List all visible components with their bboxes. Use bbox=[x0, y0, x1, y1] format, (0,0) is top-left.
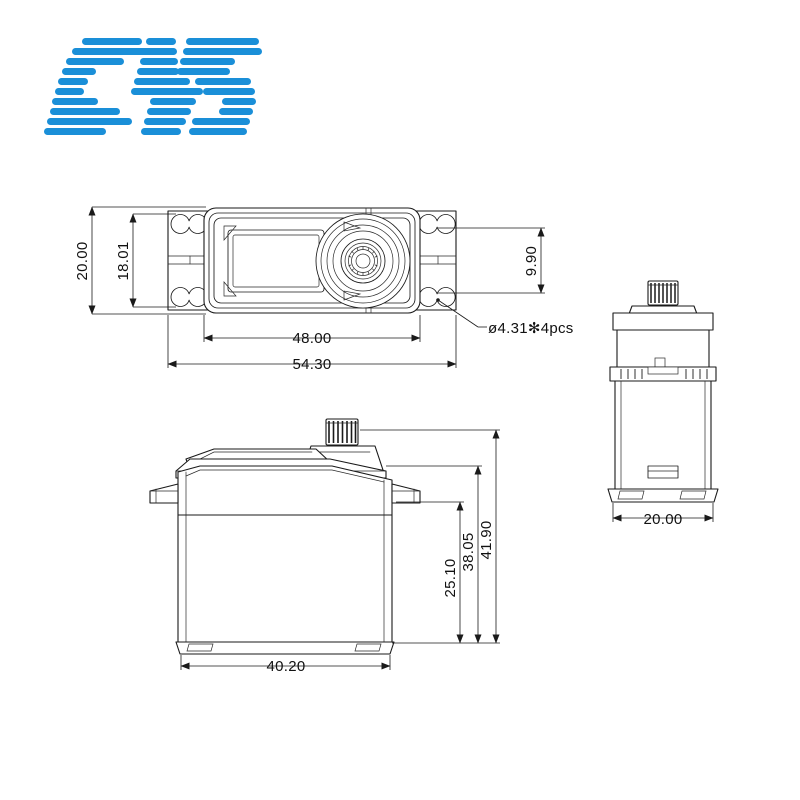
side-view-lower-body bbox=[614, 380, 712, 490]
top-view-left-flange bbox=[167, 210, 209, 311]
side-view-feet bbox=[607, 488, 719, 503]
front-view-spline-shaft bbox=[325, 418, 359, 446]
dim-label-48-00: 48.00 bbox=[292, 330, 331, 347]
top-view-dimensions bbox=[88, 206, 545, 368]
front-view-left-wing bbox=[149, 483, 179, 504]
hole-callout-label: ø4.31✻4pcs bbox=[488, 320, 574, 337]
side-view-spline-shaft bbox=[647, 280, 679, 306]
top-view-output-shaft bbox=[315, 213, 411, 309]
dim-label-20-00-top: 20.00 bbox=[74, 241, 91, 280]
dim-label-38-05: 38.05 bbox=[460, 532, 477, 571]
dim-label-18-01: 18.01 bbox=[115, 241, 132, 280]
top-view-right-flange bbox=[415, 210, 457, 311]
side-view bbox=[607, 280, 719, 522]
dim-label-20-00-side: 20.00 bbox=[643, 511, 682, 528]
logo-letter-s bbox=[189, 38, 262, 135]
front-view-body bbox=[177, 465, 393, 643]
spline-teeth bbox=[348, 246, 378, 276]
cys-logo bbox=[44, 38, 262, 135]
dim-label-41-90: 41.90 bbox=[478, 520, 495, 559]
top-view bbox=[88, 206, 545, 368]
dim-label-9-90: 9.90 bbox=[523, 246, 540, 276]
front-view-right-wing bbox=[391, 483, 421, 504]
front-view bbox=[149, 418, 500, 670]
dimension-text-layer: 20.00 18.01 9.90 48.00 54.30 ø4.31✻4pcs … bbox=[74, 241, 682, 675]
logo-letter-c bbox=[44, 38, 150, 135]
front-view-feet bbox=[175, 641, 395, 655]
side-view-rib-band bbox=[609, 366, 717, 382]
side-view-dimensions bbox=[612, 503, 714, 522]
front-view-dimensions bbox=[180, 429, 500, 670]
dim-label-54-30: 54.30 bbox=[292, 356, 331, 373]
dim-label-40-20: 40.20 bbox=[266, 658, 305, 675]
dim-label-25-10: 25.10 bbox=[442, 558, 459, 597]
